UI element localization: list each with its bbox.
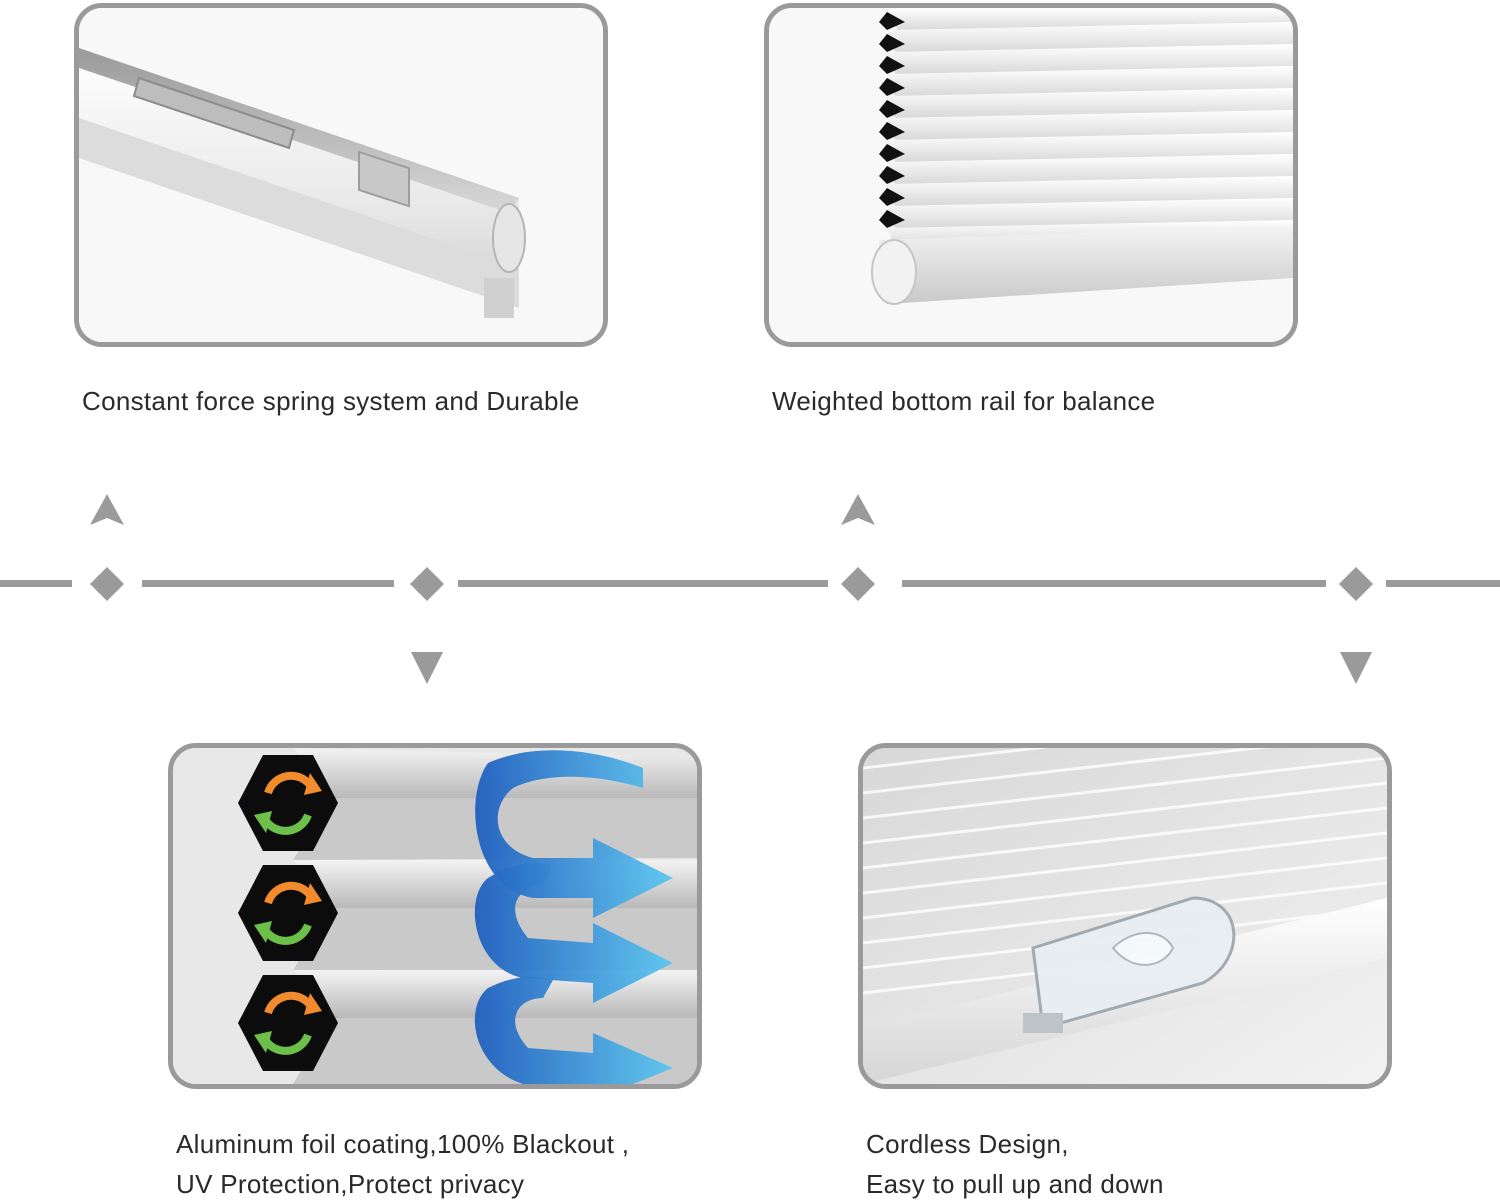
caption-line: UV Protection,Protect privacy [176, 1169, 525, 1199]
arrow-down-icon [1340, 652, 1372, 684]
timeline-segment [902, 580, 1326, 587]
diamond-marker [410, 567, 444, 601]
caption-bottom-rail: Weighted bottom rail for balance [772, 381, 1155, 421]
timeline-segment [0, 580, 72, 587]
timeline-segment [142, 580, 394, 587]
feature-image-insulation [168, 743, 702, 1089]
pleat-layers [887, 8, 1293, 246]
caption-line: Constant force spring system and Durable [82, 386, 580, 416]
cordless-handle-image [863, 748, 1387, 1084]
timeline-segment [458, 580, 828, 587]
caption-spring-system: Constant force spring system and Durable [82, 381, 580, 421]
feature-image-cordless [858, 743, 1392, 1089]
caption-line: Weighted bottom rail for balance [772, 386, 1156, 416]
pleat-edges [879, 12, 905, 228]
caption-line: Easy to pull up and down [866, 1169, 1164, 1199]
blue-arrows [474, 750, 673, 1084]
caption-cordless: Cordless Design, Easy to pull up and dow… [866, 1124, 1164, 1204]
diamond-marker [1339, 567, 1373, 601]
clear-handle [1023, 896, 1236, 1033]
pleated-bottom-rail-image [769, 8, 1293, 342]
feature-image-headrail [74, 3, 608, 347]
caption-line: Aluminum foil coating,100% Blackout , [176, 1129, 630, 1159]
caption-line: Cordless Design, [866, 1129, 1069, 1159]
arrow-up-icon [90, 494, 124, 525]
arrow-down-icon [411, 652, 443, 684]
honeycomb-insulation-image [173, 748, 697, 1084]
feature-image-bottom-rail [764, 3, 1298, 347]
diamond-marker [90, 567, 124, 601]
timeline-segment [1386, 580, 1500, 587]
arrow-up-icon [841, 494, 875, 525]
diamond-marker [841, 567, 875, 601]
hexagon-icons [238, 755, 338, 1071]
headrail-spring-image [79, 8, 603, 342]
caption-blackout: Aluminum foil coating,100% Blackout , UV… [176, 1124, 629, 1204]
timeline-connector [0, 494, 1500, 684]
